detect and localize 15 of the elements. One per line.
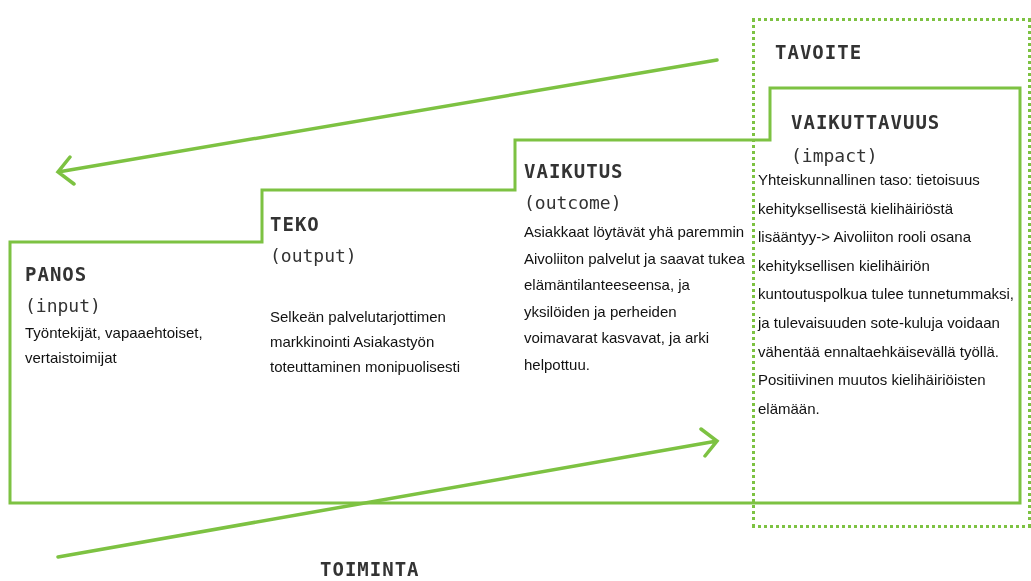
stage-subtitle: (impact) [791,145,878,166]
stage-description: Työntekijät, vapaaehtoiset, vertaistoimijat [25,323,204,368]
goal-heading: TAVOITE [775,41,863,63]
stage-heading: PANOS [25,263,88,285]
stage-heading: TEKO [270,213,320,235]
stage-heading: VAIKUTUS [524,160,624,182]
stage-description: Asiakkaat löytävät yhä paremmin Aivoliiton palvelut ja saavat tukea elämäntilanteeseensa, ja yksilöiden ja perheiden voimavarat kasvavat, ja arki helpottuu. [524,222,746,375]
stage-heading: VAIKUTTAVUUS [791,111,941,133]
goal-frame [752,18,1031,528]
stage-subtitle: (input) [25,295,101,316]
stage-subtitle: (output) [270,245,357,266]
axis-label: TOIMINTA [320,558,420,580]
stage-description: Selkeän palvelutarjottimen markkinointi Asiakastyön toteuttaminen monipuolisesti [270,307,462,377]
stage-subtitle: (outcome) [524,192,622,213]
stage-description: Yhteiskunnallinen taso: tietoisuus kehityksellisestä kielihäiriöstä lisääntyy-> Aivoliiton rooli osana kehityksellisen kielihäiriön kuntoutuspolkua tulee tunnetummaksi, ja tulevaisuuden sote-kuluja voidaan vähentää ennaltaehkäisevällä työllä. Positiivinen muutos kielihäiriöisten elämään. [758,170,1015,419]
